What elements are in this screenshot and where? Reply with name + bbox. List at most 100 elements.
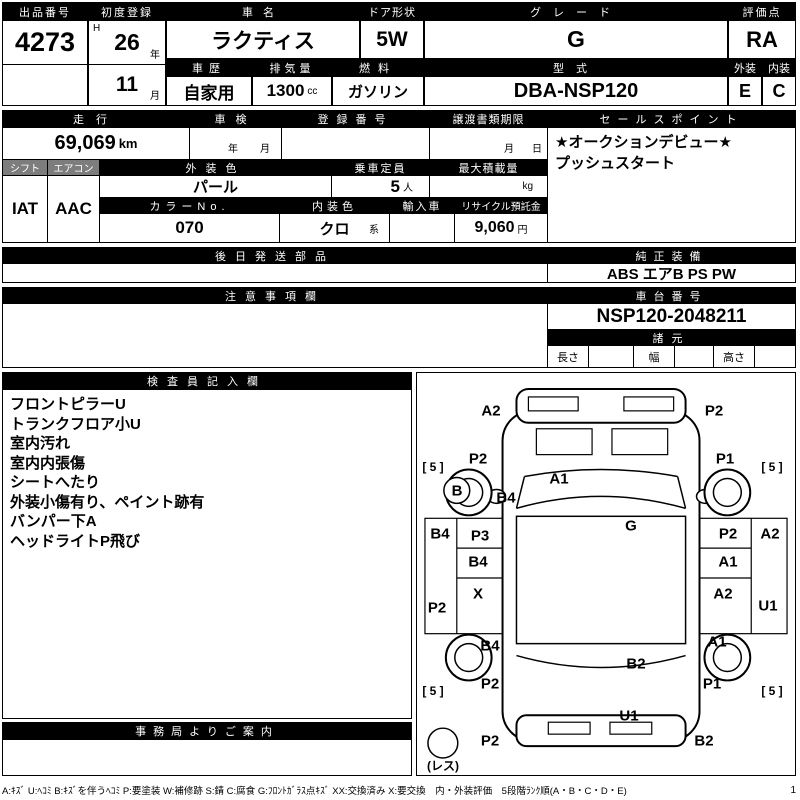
interior-color-name: クロ [319, 220, 350, 238]
inspector-note: 室内汚れ [10, 435, 71, 452]
interior-score-value: C [762, 76, 796, 106]
spec-width-label: 幅 [633, 345, 675, 368]
first-registration-month: 11 [115, 73, 139, 96]
legend-page-number: 1 [790, 784, 796, 796]
first-registration-year: 26 [114, 29, 140, 55]
damage-code-p2: P2 [427, 599, 447, 617]
damage-code-a1: A1 [707, 633, 727, 651]
equipment-value: ABS エアB PS PW [547, 263, 796, 283]
damage-code-p2: P2 [480, 732, 500, 750]
inspection-value-cell: 年 月 [189, 127, 282, 160]
damage-code-g: G [625, 517, 637, 535]
car-name-value: ラクティス [166, 20, 360, 59]
shift-header: シフト [2, 159, 48, 176]
capacity-number: 5 [390, 176, 400, 196]
chassis-no-value: NSP120-2048211 [547, 303, 796, 330]
era-letter: H [93, 23, 101, 34]
damage-code-p3: P3 [470, 527, 490, 545]
inspector-header: 検査員記入欄 [2, 372, 412, 390]
mileage-number: 69,069 [54, 132, 116, 154]
first-registration-header: 初度登録 [88, 2, 166, 21]
recycle-deposit-unit: 円 [517, 224, 528, 236]
later-parts-header: 後日発送部品 [2, 247, 548, 264]
interior-color-suffix: 系 [369, 225, 379, 236]
legend-row: A:ｷｽﾞ U:ﾍｺﾐ B:ｷｽﾞを伴うﾍｺﾐ P:要塗装 W:補修跡 S:錆 … [2, 782, 796, 798]
inspection-header: 車検 [189, 110, 282, 128]
color-no-header: カラーNo. [99, 197, 280, 214]
aircon-value: AAC [47, 175, 100, 243]
max-load-unit: kg [522, 181, 533, 192]
damage-code-u1: U1 [758, 597, 778, 615]
spec-height-cell [754, 345, 796, 368]
spec-length-label: 長さ [547, 345, 589, 368]
max-load-value: kg [429, 175, 548, 198]
damage-code-a2: A2 [760, 525, 780, 543]
transfer-deadline-header: 譲渡書類期限 [429, 110, 548, 128]
damage-code-a2: A2 [481, 402, 501, 420]
year-unit: 年 [150, 50, 160, 61]
inspection-year-unit: 年 [228, 144, 238, 155]
damage-code-b4: B4 [430, 525, 450, 543]
damage-code-p2: P2 [704, 402, 724, 420]
damage-code-b4: B4 [468, 553, 488, 571]
caution-header: 注意事項欄 [2, 287, 548, 304]
recycle-deposit-number: 9,060 [474, 219, 515, 236]
score-header: 評価点 [728, 2, 796, 21]
recycle-deposit-header: リサイクル預託金 [454, 197, 548, 214]
inspector-note: 外装小傷有り、ペイント跡有 [10, 493, 205, 511]
damage-code-b2: B2 [626, 655, 646, 673]
model-code-header: 型式 [424, 58, 728, 77]
damage-code-u1: U1 [619, 707, 639, 725]
office-header: 事務局よりご案内 [2, 722, 412, 740]
displacement-header: 排気量 [252, 58, 332, 77]
caution-cell [2, 303, 548, 368]
displacement-value: 1300 cc [252, 76, 332, 106]
legend-text: A:ｷｽﾞ U:ﾍｺﾐ B:ｷｽﾞを伴うﾍｺﾐ P:要塗装 W:補修跡 S:錆 … [2, 786, 627, 797]
fuel-value: ガソリン [332, 76, 424, 106]
damage-code-5: [ 5 ] [422, 460, 444, 474]
damage-code-a1: A1 [549, 470, 569, 488]
damage-code-p2: P2 [480, 675, 500, 693]
interior-color-header: 内装色 [279, 197, 390, 214]
exterior-score-value: E [728, 76, 762, 106]
door-shape-header: ドア形状 [360, 2, 424, 21]
registration-no-cell [281, 127, 430, 160]
door-shape-value: 5W [360, 20, 424, 59]
inspector-note: フロントピラーU [10, 396, 126, 413]
mileage-header: 走行 [2, 110, 190, 128]
interior-score-header: 内装 [762, 58, 796, 77]
damage-code-b: B [451, 482, 463, 500]
registration-no-header: 登録番号 [281, 110, 430, 128]
transfer-day-unit: 日 [532, 144, 542, 155]
history-value: 自家用 [166, 76, 252, 106]
inspector-note: 室内内張傷 [10, 454, 86, 472]
capacity-header: 乗車定員 [331, 159, 430, 176]
office-cell [2, 739, 412, 776]
import-car-cell [389, 213, 455, 243]
chassis-no-header: 車台番号 [547, 287, 796, 304]
max-load-header: 最大積載量 [429, 159, 548, 176]
damage-code-5: [ 5 ] [422, 684, 444, 698]
recycle-deposit-value: 9,060 円 [454, 213, 548, 243]
grade-header: グレード [424, 2, 728, 21]
damage-code-a2: A2 [713, 585, 733, 603]
auction-no-value: 4273 [2, 20, 88, 65]
shift-value: IAT [2, 175, 48, 243]
damage-code-p1: P1 [702, 675, 722, 693]
first-registration-year-cell: H 26 年 [88, 20, 166, 65]
damage-code-p1: P1 [715, 450, 735, 468]
history-header: 車歴 [166, 58, 252, 77]
car-name-header: 車名 [166, 2, 360, 21]
transfer-month-unit: 月 [504, 144, 514, 155]
month-unit: 月 [150, 91, 160, 102]
transfer-deadline-cell: 月 日 [429, 127, 548, 160]
spec-length-cell [588, 345, 634, 368]
score-value: RA [728, 20, 796, 59]
damage-code-5: [ 5 ] [761, 684, 783, 698]
color-no-value: 070 [99, 213, 280, 243]
mileage-unit: km [118, 136, 138, 151]
